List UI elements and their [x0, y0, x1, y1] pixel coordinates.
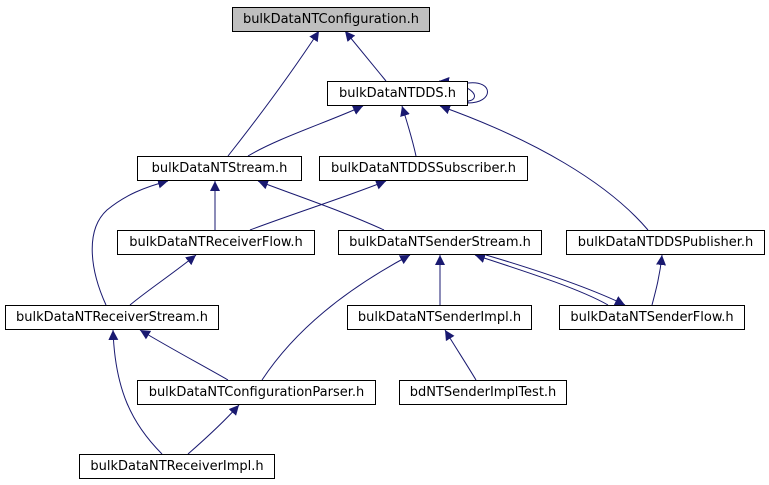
edge-senderImplTest-to-senderImpl — [444, 329, 477, 381]
node-bulk-data-nt-configuration-parser[interactable]: bulkDataNTConfigurationParser.h — [137, 380, 376, 405]
node-bulk-data-nt-dds[interactable]: bulkDataNTDDS.h — [327, 81, 468, 106]
node-bulk-data-nt-dds-subscriber[interactable]: bulkDataNTDDSSubscriber.h — [319, 156, 528, 181]
node-bulk-data-nt-dds-publisher[interactable]: bulkDataNTDDSPublisher.h — [566, 230, 765, 255]
edge-receiverFlow-to-ddsSubscriber — [249, 180, 387, 231]
edge-receiverImpl-to-configParser — [187, 404, 240, 455]
edge-receiverStream-to-stream — [91, 178, 169, 306]
edge-ddsPublisher-to-dds — [439, 104, 649, 231]
edge-receiverImpl-to-receiverStream — [108, 329, 163, 455]
edge-senderStream-to-senderFlow — [485, 254, 626, 306]
edge-ddsSubscriber-to-dds — [400, 105, 417, 157]
node-bd-nt-sender-impl-test[interactable]: bdNTSenderImplTest.h — [399, 380, 567, 405]
node-bulk-data-nt-stream[interactable]: bulkDataNTStream.h — [137, 156, 302, 181]
edge-senderFlow-to-senderStream — [474, 253, 609, 306]
node-bulk-data-nt-configuration: bulkDataNTConfiguration.h — [232, 7, 430, 32]
edge-dds-to-config — [344, 30, 387, 82]
node-bulk-data-nt-sender-flow[interactable]: bulkDataNTSenderFlow.h — [559, 305, 745, 330]
edge-configParser-to-receiverStream — [139, 329, 229, 381]
node-bulk-data-nt-sender-stream[interactable]: bulkDataNTSenderStream.h — [338, 230, 542, 255]
edge-stream-to-dds — [247, 105, 364, 157]
node-bulk-data-nt-receiver-impl[interactable]: bulkDataNTReceiverImpl.h — [79, 454, 275, 479]
node-bulk-data-nt-sender-impl[interactable]: bulkDataNTSenderImpl.h — [347, 305, 532, 330]
edge-receiverStream-to-receiverFlow — [129, 254, 197, 306]
edge-stream-to-config — [227, 30, 320, 157]
edge-configParser-to-senderStream — [261, 254, 411, 381]
node-bulk-data-nt-receiver-stream[interactable]: bulkDataNTReceiverStream.h — [5, 305, 219, 330]
node-bulk-data-nt-receiver-flow[interactable]: bulkDataNTReceiverFlow.h — [117, 230, 315, 255]
edge-senderFlow-to-ddsPublisher — [651, 254, 666, 306]
edge-senderStream-to-stream — [257, 179, 385, 231]
